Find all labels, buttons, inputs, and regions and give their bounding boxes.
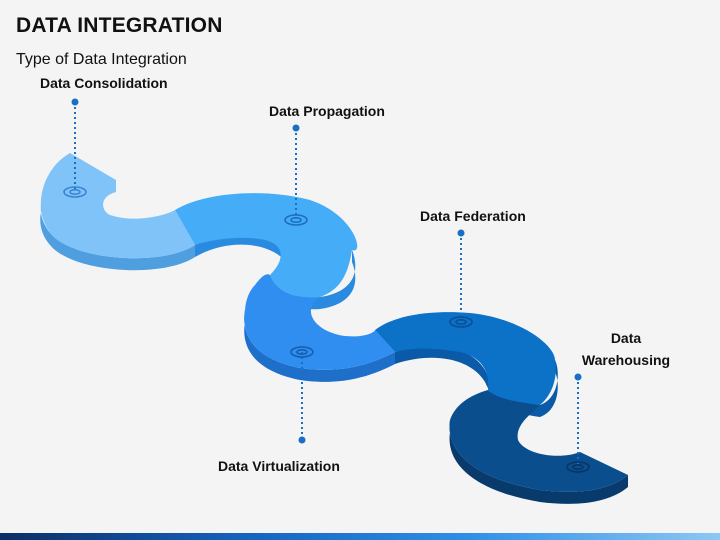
dot-federation (457, 229, 465, 237)
segment-5-depth (449, 420, 628, 504)
connector-dots (71, 98, 582, 444)
dot-propagation (292, 124, 300, 132)
page-subtitle: Type of Data Integration (16, 51, 187, 68)
path-top-layer (40, 153, 628, 492)
target-federation (449, 316, 473, 328)
label-warehousing-line-2: Warehousing (581, 352, 671, 368)
label-warehousing-line-1: Data (610, 330, 642, 346)
target-warehousing (566, 461, 590, 473)
page-title: DATA INTEGRATION (16, 14, 223, 37)
segment-4-depth (395, 345, 558, 417)
dot-warehousing (574, 373, 582, 381)
dot-virtualization (298, 436, 306, 444)
target-propagation (284, 214, 308, 226)
target-consolidation (63, 186, 87, 198)
segment-data-virtualization (244, 274, 395, 370)
label-data-warehousing: Data Warehousing (577, 327, 675, 371)
segment-data-consolidation (40, 153, 196, 259)
segment-data-federation (375, 312, 556, 405)
connectors (74, 102, 579, 466)
segment-3-depth (244, 310, 395, 382)
target-markers (63, 186, 590, 473)
label-data-virtualization: Data Virtualization (218, 458, 340, 474)
label-data-propagation: Data Propagation (269, 103, 385, 119)
footer-gradient-bar (0, 533, 720, 540)
target-virtualization (290, 346, 314, 358)
segment-data-propagation (175, 193, 358, 298)
segment-1-depth (40, 168, 195, 271)
label-data-consolidation: Data Consolidation (40, 75, 168, 91)
dot-consolidation (71, 98, 79, 106)
label-data-federation: Data Federation (420, 208, 526, 224)
